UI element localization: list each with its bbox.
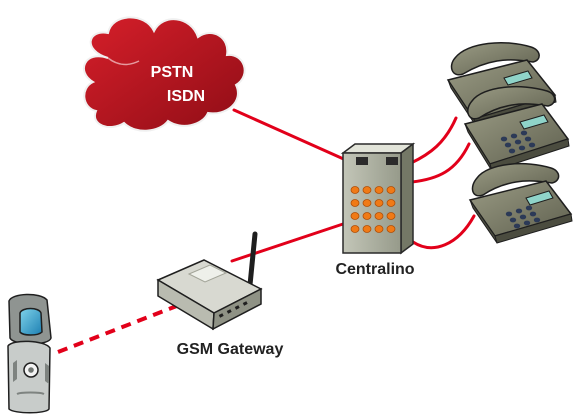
desk-phone-icon bbox=[468, 162, 573, 244]
pbx-device: Centralino bbox=[335, 142, 416, 278]
desk-phone-3 bbox=[468, 162, 573, 244]
desk-phone-icon bbox=[463, 85, 570, 172]
link-pbx-phone-2 bbox=[410, 142, 471, 184]
link-pbx-phone-1 bbox=[409, 116, 458, 165]
gsm-gateway-device: GSM Gateway bbox=[156, 231, 284, 358]
mobile-phone-icon bbox=[7, 293, 52, 414]
gsm-gateway-icon bbox=[156, 231, 263, 331]
pbx-label: Centralino bbox=[335, 261, 414, 278]
pbx-icon bbox=[340, 142, 416, 255]
pstn-isdn-cloud: PSTN ISDN bbox=[83, 16, 246, 132]
desk-phone-2 bbox=[463, 85, 570, 172]
link-mobile-gateway-wireless bbox=[57, 300, 188, 354]
cloud-icon bbox=[83, 16, 246, 132]
link-pbx-phone-3 bbox=[411, 214, 476, 250]
cloud-label-line2: ISDN bbox=[167, 88, 205, 105]
link-cloud-pbx bbox=[232, 108, 359, 167]
gateway-label: GSM Gateway bbox=[177, 341, 284, 358]
cloud-label-line1: PSTN bbox=[151, 64, 194, 81]
link-gateway-pbx bbox=[230, 222, 345, 263]
mobile-phone-device bbox=[7, 293, 52, 414]
